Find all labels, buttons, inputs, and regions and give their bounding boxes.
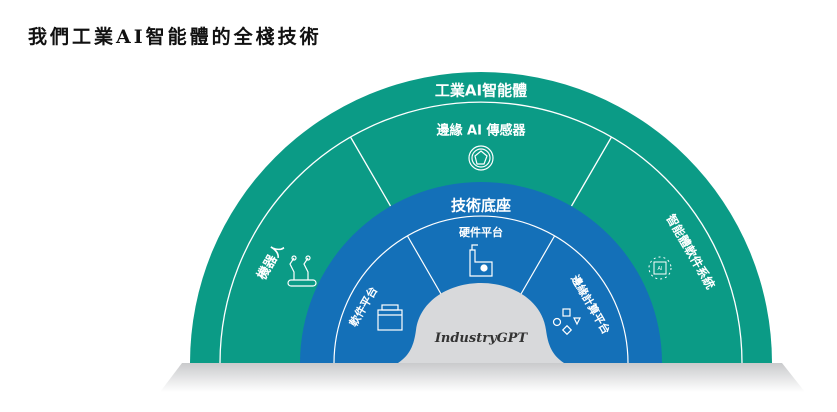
factory-icon — [469, 244, 493, 277]
inner-ring-foundation — [300, 182, 662, 363]
ai-chip-icon: AI — [648, 256, 672, 280]
segment-label-hardware: 硬件平台 — [459, 225, 503, 239]
outer-divider-right — [570, 136, 613, 207]
edge-nodes-icon — [552, 308, 581, 336]
camera-aperture-icon — [468, 145, 494, 171]
inner-ring-inner-line — [333, 215, 629, 364]
outer-divider-left — [349, 136, 392, 207]
inner-divider-right — [520, 235, 556, 295]
inner-divider-left — [406, 235, 442, 295]
core-dome — [398, 283, 564, 363]
outer-ring-title: 工業AI智能體 — [435, 82, 527, 100]
svg-text:AI: AI — [658, 266, 663, 272]
inner-ring-title: 技術底座 — [451, 197, 511, 215]
base-platform — [160, 363, 805, 392]
software-window-icon — [377, 304, 403, 331]
segment-label-edge-ai-sensor: 邊緣 AI 傳感器 — [437, 123, 527, 139]
core-label: IndustryGPT — [434, 331, 529, 346]
outer-ring-inner-line — [219, 101, 743, 364]
page-title: 我們工業AI智能體的全棧技術 — [28, 26, 322, 48]
robot-arms-icon — [287, 255, 317, 287]
